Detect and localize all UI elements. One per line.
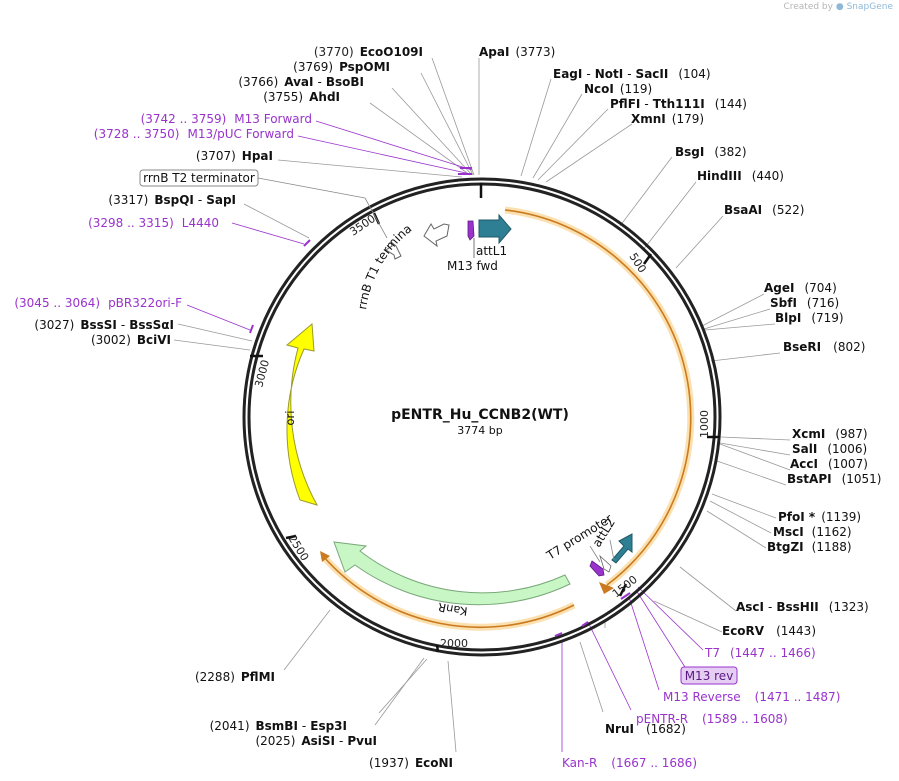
enzyme-asci-bsshii: AscI-BssHII(1323) bbox=[736, 600, 869, 614]
enzyme-xcmi: XcmI(987) bbox=[792, 427, 868, 441]
enzyme-ncoi: NcoI(119) bbox=[584, 82, 652, 96]
enzyme-pflmi: (2288)PflMI bbox=[195, 670, 275, 684]
enzyme-bseri: BseRI(802) bbox=[783, 340, 865, 354]
ori-label: ori bbox=[283, 411, 297, 426]
enzyme-ahdi: (3755)AhdI bbox=[263, 90, 340, 104]
enzyme-agei: AgeI(704) bbox=[764, 281, 837, 295]
enzyme-bsaai: BsaAI(522) bbox=[724, 203, 804, 217]
attl1-feature: attL1 M13 fwd bbox=[447, 213, 512, 273]
primer-pentr-r: pENTR-R(1589 .. 1608) bbox=[636, 712, 788, 726]
snapgene-logo: ● bbox=[835, 2, 844, 12]
enzyme-msci: MscI(1162) bbox=[773, 525, 852, 539]
rrnb-t2-arrow bbox=[385, 240, 402, 260]
enzyme-xmni: XmnI(179) bbox=[631, 112, 704, 126]
t7-promoter-arrow bbox=[589, 560, 605, 577]
enzyme-asisi-pvui: (2025)AsiSI-PvuI bbox=[255, 734, 377, 748]
orf-arcs bbox=[320, 206, 695, 631]
primer-m13-rev-box bbox=[680, 666, 738, 685]
enzyme-bsgi: BsgI(382) bbox=[675, 145, 747, 159]
primer-ticks bbox=[249, 167, 631, 637]
enzyme-bsssi: (3027)BssSI-BssSαI bbox=[34, 318, 174, 332]
attl1-label: attL1 bbox=[476, 244, 507, 258]
enzyme-blpi: BlpI(719) bbox=[775, 311, 844, 325]
enzyme-bstapi: BstAPI(1051) bbox=[787, 472, 881, 486]
leader-lines bbox=[173, 57, 791, 753]
ruler-label-1000: 1000 bbox=[698, 410, 711, 438]
primer-kan-r: Kan-R(1667 .. 1686) bbox=[562, 756, 697, 770]
enzyme-avai-bsobi: (3766)AvaI-BsoBI bbox=[238, 75, 364, 89]
enzyme-nrui: NruI(1682) bbox=[605, 722, 686, 736]
enzyme-ecorv: EcoRV(1443) bbox=[722, 624, 816, 638]
primer-m13-rev: M13 rev bbox=[685, 669, 734, 683]
enzyme-labels-left: (3770)EcoO109I (3769)PspOMI (3766)AvaI-B… bbox=[34, 45, 453, 770]
rrnb-t1-arrow bbox=[423, 223, 450, 248]
enzyme-labels-right: ApaI(3773) EagI-NotI-SacII(104) NcoI(119… bbox=[479, 45, 881, 736]
enzyme-bsmbi-esp3i: (2041)BsmBI-Esp3I bbox=[210, 719, 347, 733]
rrnb-t2-label: rrnB T2 terminator bbox=[143, 171, 255, 185]
plasmid-length: 3774 bp bbox=[457, 424, 502, 437]
enzyme-hindiii: HindIII(440) bbox=[697, 169, 784, 183]
m13fwd-arrow bbox=[467, 220, 475, 241]
primer-t7: T7(1447 .. 1466) bbox=[704, 646, 816, 660]
enzyme-apai: ApaI(3773) bbox=[479, 45, 555, 59]
svg-text:KanR: KanR bbox=[437, 600, 469, 619]
credit-brand: SnapGene bbox=[846, 2, 893, 12]
primer-m13-reverse: M13 Reverse(1471 .. 1487) bbox=[663, 690, 840, 704]
ori-feature: ori bbox=[283, 322, 319, 506]
attl2-feature: T7 promoter attL2 bbox=[543, 511, 633, 577]
enzyme-bcivi: (3002)BciVI bbox=[91, 333, 171, 347]
enzyme-pfoi: PfoI *(1139) bbox=[778, 510, 861, 524]
enzyme-bspqi-sapi: (3317)BspQI-SapI bbox=[108, 193, 236, 207]
rrnb-t2-box bbox=[139, 169, 259, 187]
plasmid-name: pENTR_Hu_CCNB2(WT) bbox=[391, 407, 569, 423]
orf-arrow-head bbox=[599, 582, 614, 594]
primer-m13-forward: (3742 .. 3759)M13 Forward bbox=[141, 112, 312, 126]
enzyme-eagi-noti-sacii: EagI-NotI-SacII(104) bbox=[553, 67, 711, 81]
credit-prefix: Created by bbox=[783, 2, 833, 12]
ruler-label-2000: 2000 bbox=[440, 637, 468, 650]
kanr-label: KanR bbox=[437, 600, 469, 619]
enzyme-econi: (1937)EcoNI bbox=[369, 756, 453, 770]
kanr-feature: KanR bbox=[333, 541, 571, 619]
primer-l4440: (3298 .. 3315)L4440 bbox=[88, 216, 219, 230]
enzyme-hpai: (3707)HpaI bbox=[196, 149, 273, 163]
enzyme-btgzi: BtgZI(1188) bbox=[767, 540, 852, 554]
snapgene-credit: Created by ● SnapGene bbox=[783, 2, 893, 12]
enzyme-pflfi-tth111i: PflFI-Tth111I(144) bbox=[610, 97, 747, 111]
m13fwd-label: M13 fwd bbox=[447, 259, 498, 273]
enzyme-sbfi: SbfI(716) bbox=[770, 296, 839, 310]
primer-m13-puc-forward: (3728 .. 3750)M13/pUC Forward bbox=[94, 127, 294, 141]
primer-labels: (3742 .. 3759)M13 Forward (3728 .. 3750)… bbox=[14, 112, 840, 770]
primer-pbr322ori-f: (3045 .. 3064)pBR322ori-F bbox=[14, 296, 182, 310]
enzyme-acci: AccI(1007) bbox=[790, 457, 868, 471]
enzyme-ecoo109i: (3770)EcoO109I bbox=[314, 45, 423, 59]
enzyme-sali: SalI(1006) bbox=[792, 442, 867, 456]
enzyme-pspomi: (3769)PspOMI bbox=[293, 60, 390, 74]
